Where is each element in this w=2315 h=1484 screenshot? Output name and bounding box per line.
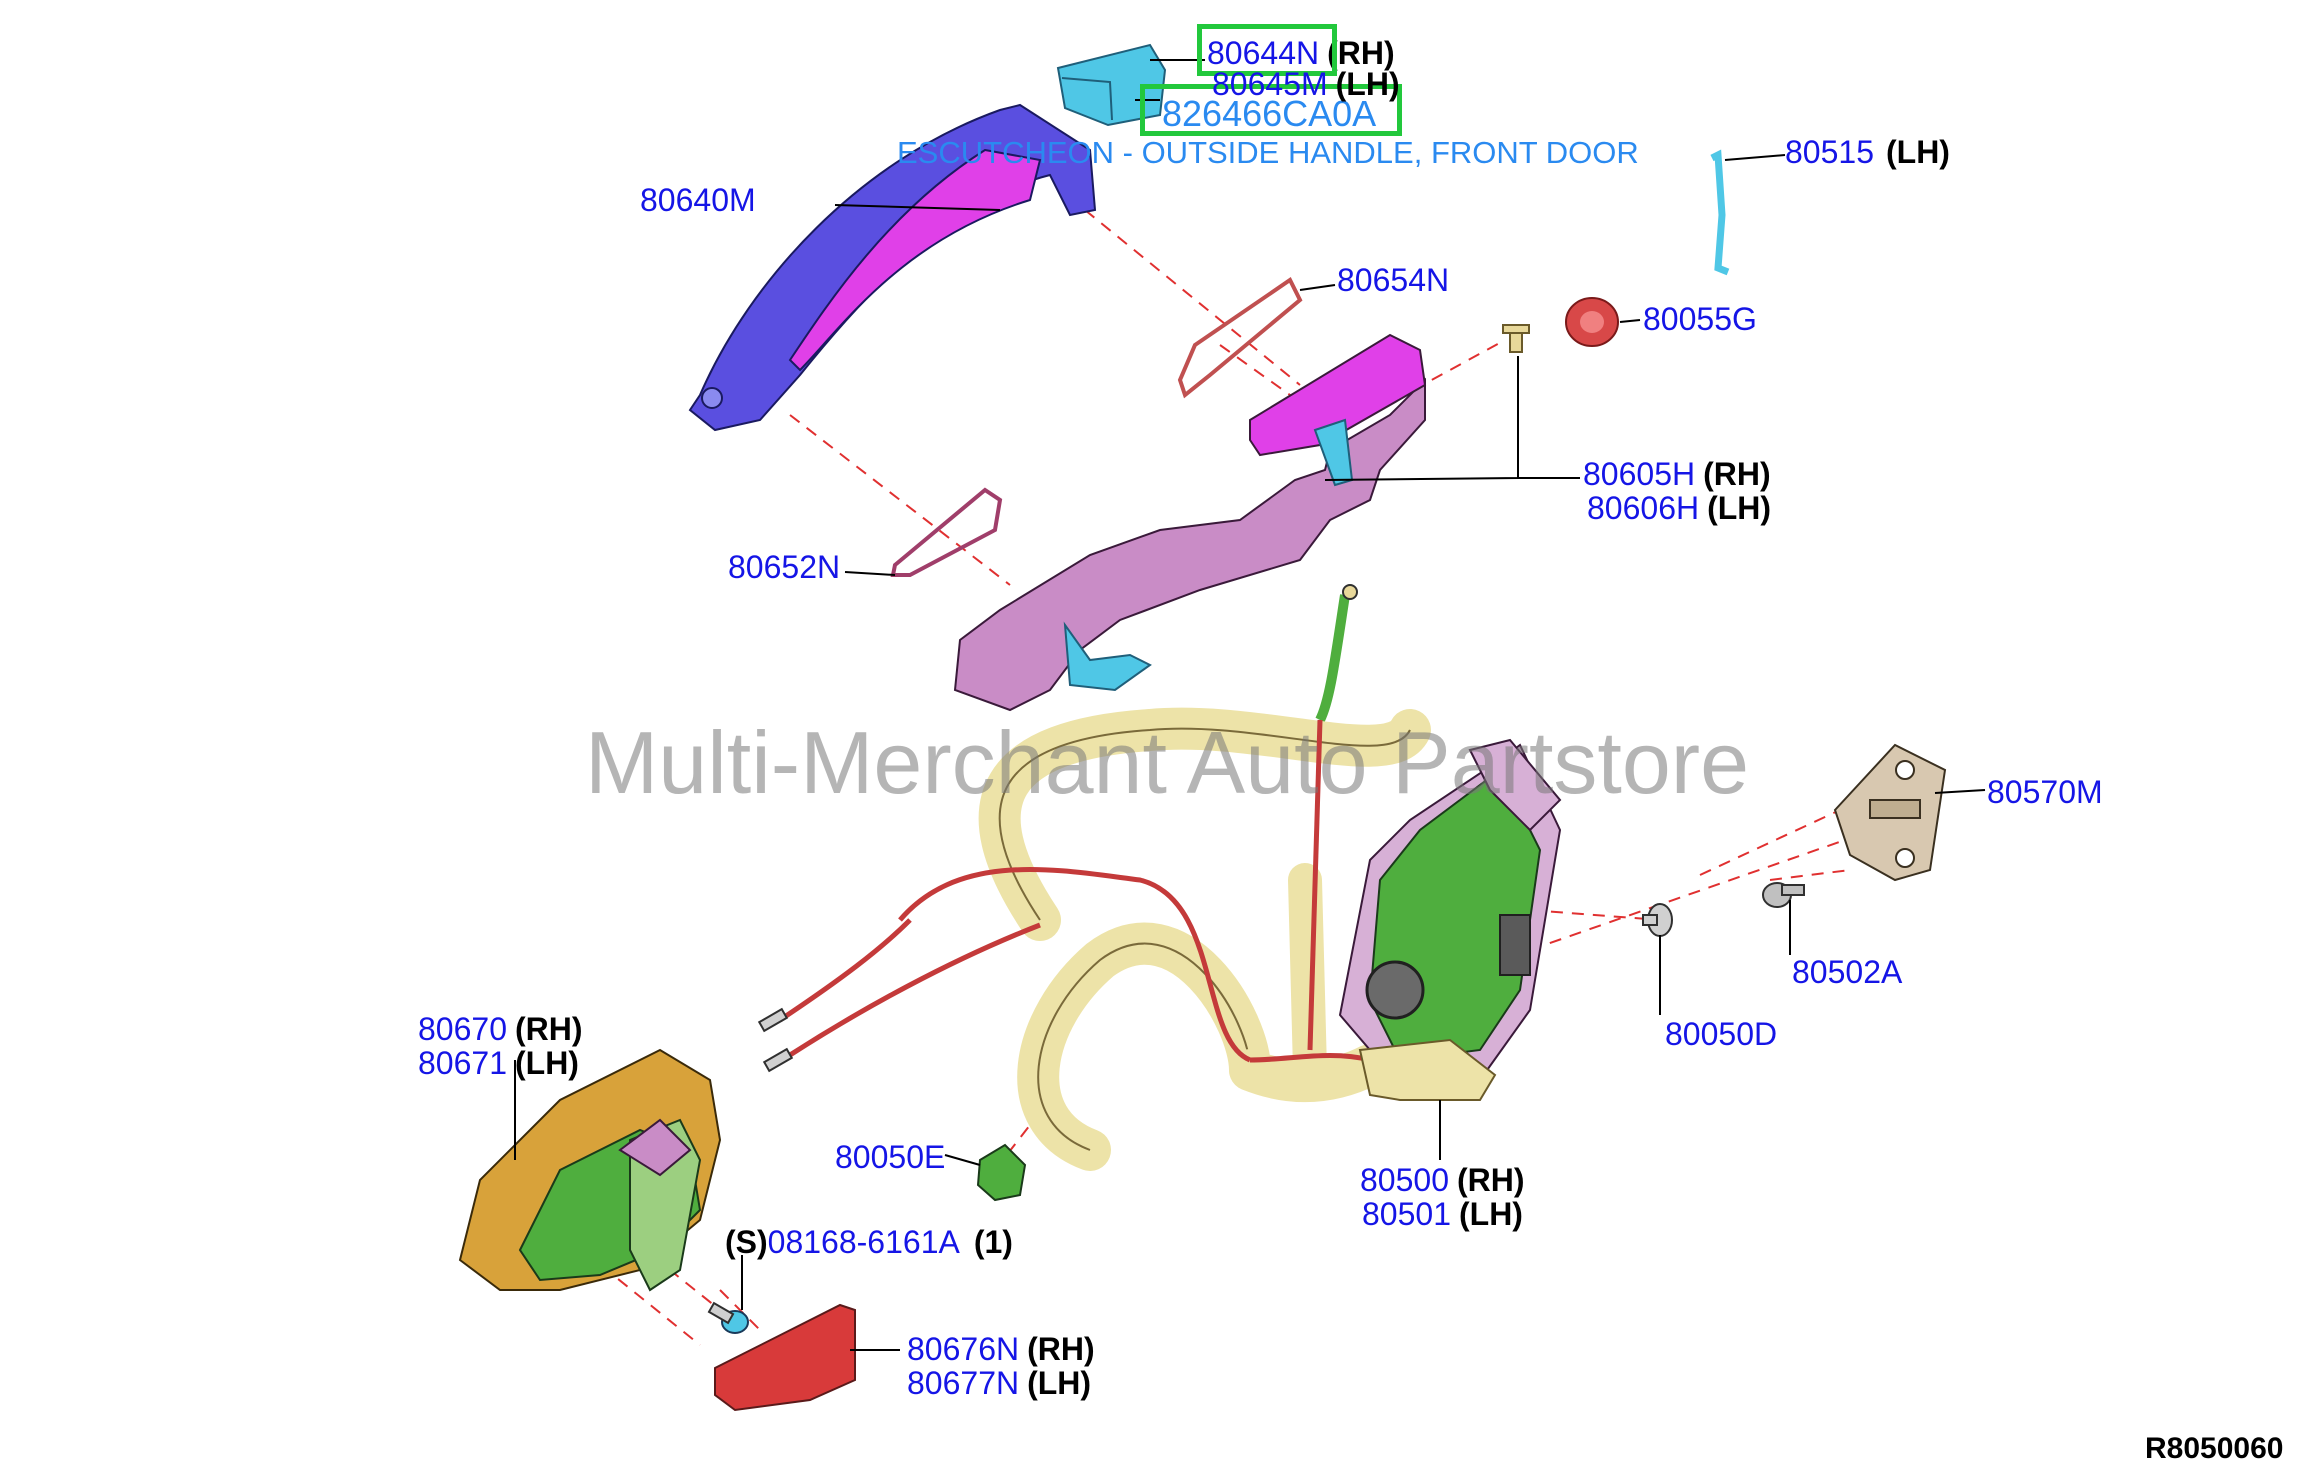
label-80677N[interactable]: 80677N(LH) [907, 1366, 1091, 1400]
striker-80570M-part [1833, 743, 1947, 882]
highlight-box-part-number [1140, 84, 1402, 136]
part-number[interactable]: 80652N [728, 549, 841, 585]
label-80676N[interactable]: 80676N(RH) [907, 1332, 1095, 1366]
leader-lines [514, 59, 1986, 1351]
standard-part-prefix: (S) [725, 1224, 768, 1260]
label-80645M[interactable]: 80645M(LH) [1212, 67, 1400, 101]
highlight-box-80644N [1197, 24, 1337, 76]
part-number[interactable]: 08168-6161A [767, 1224, 960, 1260]
part-number[interactable]: 80677N [907, 1365, 1020, 1401]
label-80055G[interactable]: 80055G [1643, 302, 1757, 336]
screw-80502A-part [1762, 882, 1805, 908]
label-80654N[interactable]: 80654N [1337, 263, 1449, 297]
cable-ends-part [757, 584, 1358, 1073]
bracket-80605H-part [953, 333, 1427, 712]
latch-80500-part [1338, 738, 1562, 1101]
cover-80676N-part [714, 1303, 856, 1412]
label-80500[interactable]: 80500(RH) [1360, 1163, 1525, 1197]
label-80640M[interactable]: 80640M [640, 183, 756, 217]
label-80605H[interactable]: 80605H(RH) [1583, 457, 1771, 491]
highlighted-part-number[interactable]: 826466CA0A [1162, 93, 1377, 134]
part-number[interactable]: 80606H [1587, 490, 1700, 526]
label-80502A[interactable]: 80502A [1792, 955, 1902, 989]
highlighted-part-description: ESCUTCHEON - OUTSIDE HANDLE, FRONT DOOR [897, 135, 1639, 170]
inside-handle-80670-part [458, 1048, 722, 1292]
side-indicator: (LH) [1335, 66, 1400, 102]
label-80644N[interactable]: 80644N(RH) [1207, 36, 1395, 70]
grommet-80055G-part [1565, 297, 1619, 347]
part-number[interactable]: 80654N [1337, 262, 1450, 298]
cables-part [778, 594, 1431, 1171]
side-indicator: (RH) [1327, 35, 1395, 71]
part-number[interactable]: 80670 [418, 1011, 507, 1047]
label-80671[interactable]: 80671(LH) [418, 1046, 579, 1080]
part-number[interactable]: 80570M [1987, 774, 2103, 810]
part-number[interactable]: 80501 [1362, 1196, 1451, 1232]
label-80050D[interactable]: 80050D [1665, 1017, 1777, 1051]
part-number[interactable]: 80515 [1785, 134, 1874, 170]
side-indicator: (RH) [1703, 456, 1771, 492]
part-number[interactable]: 80500 [1360, 1162, 1449, 1198]
side-indicator: (RH) [514, 1011, 583, 1047]
gasket-80654N-part [1177, 277, 1303, 399]
side-indicator: (RH) [1456, 1162, 1525, 1198]
part-number[interactable]: 80502A [1792, 954, 1903, 990]
side-indicator: (LH) [1458, 1196, 1523, 1232]
part-number[interactable]: 80644N [1207, 35, 1320, 71]
outside-handle-80640M-part [688, 103, 1097, 432]
label-80515[interactable]: 80515 (LH) [1785, 135, 1950, 169]
rod-80515-part [1710, 149, 1730, 276]
part-number[interactable]: 80055G [1643, 301, 1757, 337]
label-80606H[interactable]: 80606H(LH) [1587, 491, 1771, 525]
cap-80644N-part [1056, 43, 1167, 127]
part-number[interactable]: 80640M [640, 182, 756, 218]
diagram-code: R8050060 [2145, 1432, 2284, 1465]
watermark-text: Multi-Merchant Auto Partstore [585, 713, 1750, 812]
part-number[interactable]: 80676N [907, 1331, 1020, 1367]
clip-80050E-part [976, 1143, 1027, 1202]
side-indicator: (RH) [1027, 1331, 1095, 1367]
side-indicator: (LH) [1027, 1365, 1092, 1401]
quantity: (1) [973, 1224, 1013, 1260]
part-number[interactable]: 80645M [1212, 66, 1328, 102]
part-number[interactable]: 80050E [835, 1139, 946, 1175]
screw-top-part [1502, 324, 1530, 353]
side-indicator: (LH) [514, 1045, 579, 1081]
label-80670[interactable]: 80670(RH) [418, 1012, 583, 1046]
bolt-80050D-part [1642, 903, 1673, 937]
side-indicator: (LH) [1885, 134, 1950, 170]
label-80501[interactable]: 80501(LH) [1362, 1197, 1523, 1231]
part-number[interactable]: 80671 [418, 1045, 507, 1081]
gasket-80652N-part [890, 487, 1003, 577]
part-number[interactable]: 80050D [1665, 1016, 1778, 1052]
label-80570M[interactable]: 80570M [1987, 775, 2103, 809]
label-08168-6161A[interactable]: (S)08168-6161A (1) [725, 1225, 1013, 1259]
screw-08168-part [707, 1301, 749, 1334]
label-80050E[interactable]: 80050E [835, 1140, 945, 1174]
side-indicator: (LH) [1707, 490, 1772, 526]
part-number[interactable]: 80605H [1583, 456, 1696, 492]
label-80652N[interactable]: 80652N [728, 550, 840, 584]
